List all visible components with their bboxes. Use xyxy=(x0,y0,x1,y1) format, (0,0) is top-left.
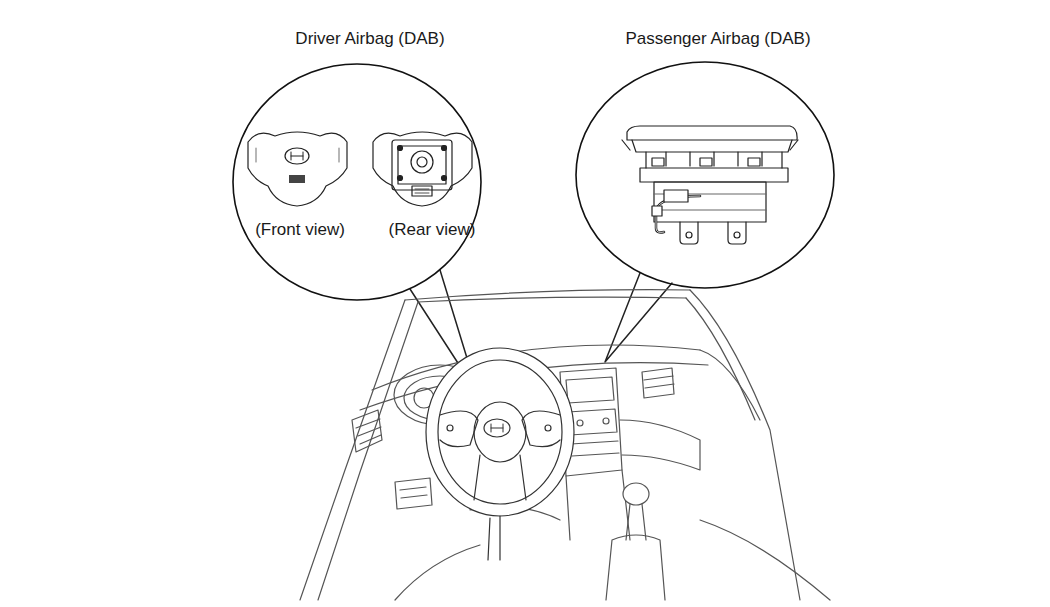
airbag-title: Driver Airbag (DAB) xyxy=(295,29,444,49)
callout-circle: Driver Airbag (DAB) (Front view) (Rear vie… xyxy=(232,20,484,304)
airbag-title: Passenger Airbag (DAB) xyxy=(625,29,810,49)
callout-ellipse xyxy=(233,64,481,300)
callout-ellipse xyxy=(576,62,834,288)
driver-airbag-rear xyxy=(373,132,472,206)
view-label: (Front view) xyxy=(255,220,345,240)
view-label: (Rear view) xyxy=(389,220,476,240)
passenger-airbag-module xyxy=(622,126,798,244)
driver-airbag-front xyxy=(248,132,347,206)
callout-outline xyxy=(575,20,837,292)
dashboard-sketch xyxy=(300,290,830,600)
callout-outline xyxy=(232,20,484,304)
callout-circle: Passenger Airbag (DAB) xyxy=(575,20,837,292)
callout-tail xyxy=(605,273,672,362)
steering-wheel xyxy=(426,348,574,560)
